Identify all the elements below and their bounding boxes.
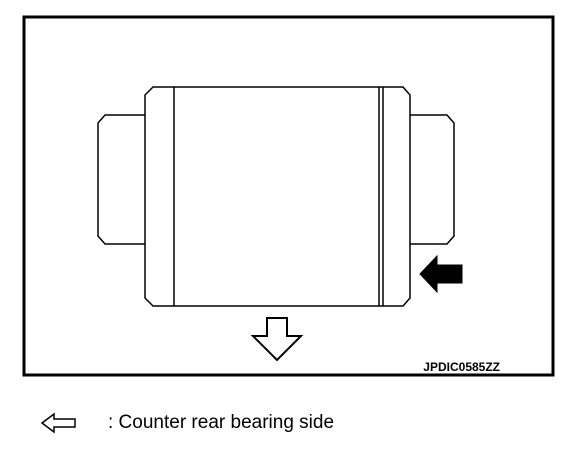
gear-body bbox=[144, 86, 411, 307]
diagram-figure: JPDIC0585ZZ bbox=[22, 15, 555, 377]
hollow-down-arrow-icon bbox=[250, 317, 304, 362]
legend-row: : Counter rear bearing side bbox=[40, 408, 334, 438]
left-shaft-stub bbox=[97, 114, 145, 245]
figure-code: JPDIC0585ZZ bbox=[423, 360, 500, 374]
right-shaft-stub bbox=[410, 114, 455, 245]
diagram-canvas: JPDIC0585ZZ bbox=[22, 15, 555, 377]
legend-text: : Counter rear bearing side bbox=[108, 412, 335, 433]
hollow-left-arrow-icon bbox=[40, 411, 80, 435]
solid-left-arrow-icon bbox=[419, 254, 463, 294]
